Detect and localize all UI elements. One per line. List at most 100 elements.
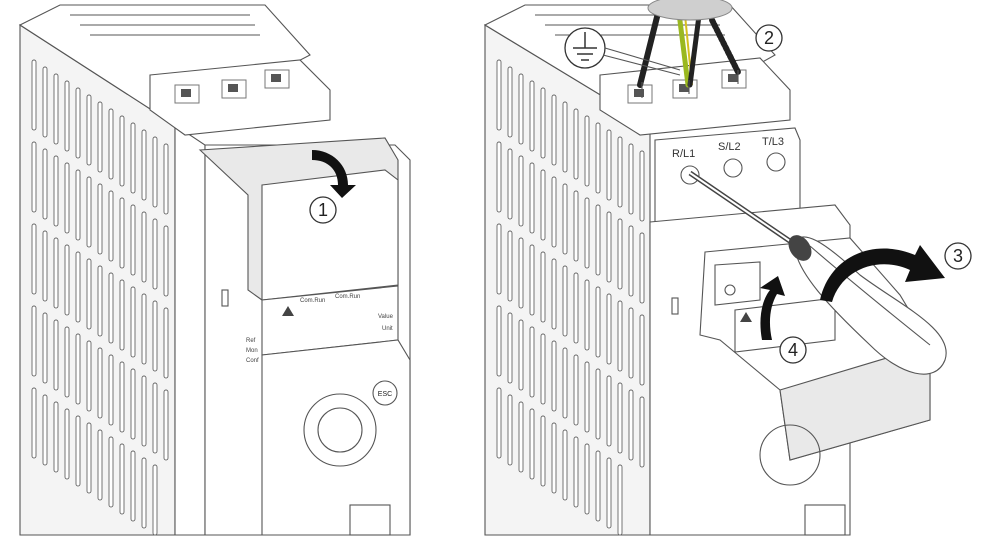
vent-slot bbox=[628, 307, 634, 379]
vent-slot bbox=[617, 136, 623, 208]
vent-slot bbox=[119, 443, 125, 515]
vent-slot bbox=[518, 237, 524, 309]
vent-slot bbox=[53, 319, 59, 391]
step-4-number: 4 bbox=[788, 340, 798, 360]
rj45-port-left bbox=[349, 504, 391, 536]
vent-slot bbox=[119, 279, 125, 351]
vent-slot bbox=[64, 162, 70, 234]
vent-slot bbox=[518, 401, 524, 473]
vent-slot bbox=[540, 87, 546, 159]
vent-slot bbox=[31, 141, 37, 213]
vent-slot bbox=[540, 251, 546, 323]
vent-slot bbox=[42, 230, 48, 302]
vent-slot bbox=[119, 115, 125, 187]
esc-label: ESC bbox=[378, 391, 392, 398]
vent-slot bbox=[617, 382, 623, 454]
vent-slot bbox=[108, 190, 114, 262]
vent-slot bbox=[97, 429, 103, 501]
vent-slot bbox=[606, 293, 612, 365]
vent-slot bbox=[152, 464, 158, 536]
vent-slot bbox=[562, 429, 568, 501]
curved-arrow-1 bbox=[312, 150, 356, 198]
vent-slot bbox=[97, 265, 103, 337]
vent-slot bbox=[606, 457, 612, 529]
vent-slot bbox=[518, 319, 524, 391]
mon-label: Mon bbox=[246, 348, 258, 354]
terminal-block-right bbox=[599, 57, 791, 136]
mount-slot-right bbox=[671, 297, 679, 315]
vent-slot bbox=[53, 237, 59, 309]
vent-slot bbox=[130, 286, 136, 358]
callout-4 bbox=[779, 336, 807, 364]
vent-slot bbox=[529, 326, 535, 398]
vent-slot bbox=[97, 347, 103, 419]
vent-slot bbox=[507, 148, 513, 220]
vent-slot bbox=[42, 148, 48, 220]
terminal-cover-closed bbox=[198, 137, 399, 301]
vent-slot bbox=[42, 394, 48, 466]
vent-slot bbox=[130, 450, 136, 522]
vent-slot bbox=[97, 183, 103, 255]
vent-slot bbox=[42, 66, 48, 138]
top-fins-left bbox=[70, 14, 260, 36]
vent-slot bbox=[584, 115, 590, 187]
vent-slot bbox=[496, 141, 502, 213]
vent-slot bbox=[584, 279, 590, 351]
screw-t-l3 bbox=[766, 152, 786, 172]
vent-slot bbox=[639, 314, 645, 386]
vent-slot bbox=[152, 136, 158, 208]
vent-slot bbox=[86, 422, 92, 494]
vent-slot bbox=[141, 293, 147, 365]
callout-1 bbox=[309, 196, 337, 224]
vent-slot bbox=[86, 176, 92, 248]
callout-3 bbox=[944, 242, 972, 270]
comm-label-1: Com.Run bbox=[300, 298, 325, 304]
vent-slot bbox=[108, 108, 114, 180]
vent-slot bbox=[529, 162, 535, 234]
vent-slot bbox=[130, 122, 136, 194]
vent-slot bbox=[573, 272, 579, 344]
vent-slot bbox=[639, 396, 645, 468]
vent-slot bbox=[141, 375, 147, 447]
vent-slot bbox=[507, 230, 513, 302]
jog-dial-outer bbox=[303, 393, 377, 467]
step-2-number: 2 bbox=[764, 28, 774, 48]
left-drive-illustration: Com.Run Com.Run Value Unit Ref Mon Conf … bbox=[18, 4, 411, 536]
vent-slot bbox=[595, 204, 601, 276]
vent-slot bbox=[529, 244, 535, 316]
vent-slot bbox=[584, 197, 590, 269]
vent-slot bbox=[152, 300, 158, 372]
vent-slot bbox=[540, 415, 546, 487]
vent-slot bbox=[163, 143, 169, 215]
rj45-port-right bbox=[804, 504, 846, 536]
vent-slot bbox=[152, 218, 158, 290]
vent-slot bbox=[584, 443, 590, 515]
terminal-label-t-l3: T/L3 bbox=[762, 136, 784, 148]
vent-slot bbox=[639, 232, 645, 304]
vent-slot bbox=[97, 101, 103, 173]
vent-slot bbox=[617, 464, 623, 536]
vent-slot bbox=[595, 286, 601, 358]
vent-slot bbox=[584, 361, 590, 433]
vent-slot bbox=[119, 361, 125, 433]
vent-slot bbox=[573, 354, 579, 426]
vent-slot bbox=[496, 223, 502, 295]
vent-slot bbox=[53, 401, 59, 473]
vent-slot bbox=[562, 101, 568, 173]
vent-slot bbox=[75, 169, 81, 241]
vent-slot bbox=[64, 408, 70, 480]
vent-slot bbox=[507, 312, 513, 384]
vent-slot bbox=[606, 211, 612, 283]
vent-slot bbox=[496, 305, 502, 377]
vent-slot bbox=[606, 375, 612, 447]
vent-slot bbox=[540, 169, 546, 241]
close-cover-arrow bbox=[760, 276, 785, 340]
vent-slot bbox=[628, 389, 634, 461]
ref-label: Ref bbox=[246, 338, 256, 344]
vent-slot bbox=[108, 272, 114, 344]
comm-label-2: Com.Run bbox=[335, 294, 360, 300]
vent-slot bbox=[86, 258, 92, 330]
vent-slot bbox=[130, 368, 136, 440]
vent-slot bbox=[163, 307, 169, 379]
